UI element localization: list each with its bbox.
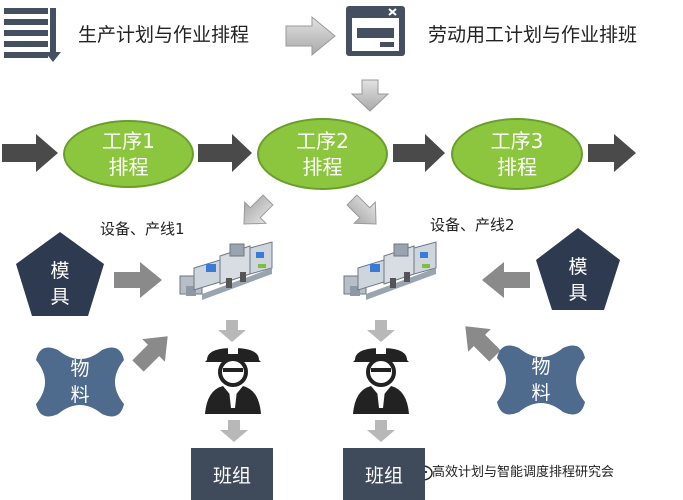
- process-3-label: 工序3: [490, 129, 544, 153]
- down-arrow-worker-left: [218, 320, 246, 342]
- down-arrow-worker-right: [367, 320, 395, 342]
- team-right-box: 班组: [343, 448, 425, 500]
- mold-pentagon-left: [16, 232, 104, 316]
- equipment-line-2-label: 设备、产线2: [430, 216, 515, 234]
- worker-icon: [353, 346, 409, 414]
- mold-left-char-1: 模: [50, 260, 70, 282]
- process-2-label: 工序2: [296, 129, 349, 153]
- process-1-node: 工序1 排程: [63, 120, 194, 188]
- mold-right-label: 模 具: [558, 254, 598, 306]
- mold-arrow-left: [114, 262, 162, 298]
- flow-arrow-3: [393, 134, 445, 172]
- team-left-label: 班组: [212, 464, 251, 487]
- mold-right-char-2: 具: [568, 282, 588, 304]
- material-arrow-left: [132, 336, 168, 372]
- process-3-sublabel: 排程: [497, 155, 537, 179]
- mold-left-char-2: 具: [50, 286, 70, 308]
- material-left-label: 物 料: [60, 356, 100, 408]
- team-left-box: 班组: [191, 448, 273, 500]
- material-shape-right: [497, 345, 585, 415]
- mold-right-char-1: 模: [568, 256, 588, 278]
- team-right-label: 班组: [364, 464, 403, 487]
- material-arrow-right: [465, 326, 501, 362]
- process-3-node: 工序3 排程: [451, 118, 583, 190]
- worker-icon: [205, 346, 261, 414]
- production-line-icon: [343, 241, 437, 300]
- watermark-text: 高效计划与智能调度排程研究会: [432, 465, 615, 480]
- production-line-icon: [179, 241, 273, 300]
- diag-arrow-right: [346, 194, 377, 225]
- app-window-icon: [346, 6, 405, 56]
- material-right-label: 物 料: [521, 354, 561, 406]
- flow-arrow-1: [2, 134, 58, 172]
- mold-left-label: 模 具: [40, 258, 80, 310]
- diag-arrow-left: [243, 194, 274, 225]
- equipment-line-1-label: 设备、产线1: [100, 220, 185, 238]
- material-shape-left: [36, 347, 124, 417]
- process-2-node: 工序2 排程: [257, 118, 388, 190]
- list-icon: [4, 8, 61, 62]
- process-2-sublabel: 排程: [302, 155, 343, 179]
- flow-arrow-4: [588, 134, 636, 172]
- material-right-char-2: 料: [531, 382, 551, 404]
- down-arrow-team-left: [220, 420, 248, 442]
- production-plan-title: 生产计划与作业排程: [78, 24, 250, 46]
- material-right-char-1: 物: [531, 356, 551, 378]
- mold-pentagon-right: [536, 228, 620, 310]
- material-left-char-2: 料: [70, 384, 90, 406]
- down-arrow-app: [350, 79, 390, 112]
- down-arrow-team-right: [367, 420, 395, 442]
- process-1-sublabel: 排程: [108, 155, 149, 179]
- header-flow-arrow: [285, 15, 336, 57]
- material-left-char-1: 物: [70, 358, 90, 380]
- mold-arrow-right: [482, 262, 530, 298]
- flow-arrow-2: [198, 134, 252, 172]
- process-1-label: 工序1: [102, 129, 155, 153]
- labor-plan-title: 劳动用工计划与作业排班: [428, 24, 638, 46]
